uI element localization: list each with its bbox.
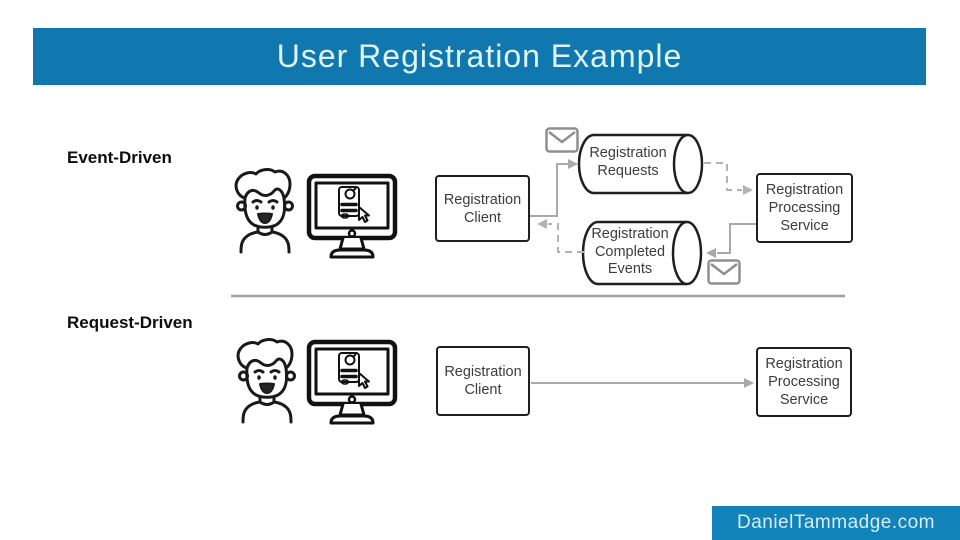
registration-requests-queue-label: Registration Requests	[578, 145, 678, 180]
page-title: User Registration Example	[276, 38, 683, 74]
registration-processing-service-node: Registration Processing Service	[756, 347, 852, 417]
footer-credit-bar: DanielTammadge.com	[712, 506, 960, 540]
user-avatar-icon	[234, 168, 294, 254]
envelope-message-icon	[707, 259, 741, 285]
arrow-completed-to-client-dashed	[537, 219, 584, 253]
request-driven-label: Request-Driven	[67, 313, 193, 332]
node-label: Completed	[594, 243, 666, 260]
registration-completed-queue-label: Registration Completed Events	[580, 226, 680, 279]
desktop-monitor-icon	[309, 176, 395, 257]
event-driven-label: Event-Driven	[67, 148, 172, 167]
arrow-client-to-service-request	[531, 378, 754, 388]
node-label: Processing	[768, 200, 841, 216]
node-label: Client	[463, 209, 502, 226]
node-label: Registration	[589, 145, 667, 161]
desktop-monitor-icon	[309, 342, 395, 423]
registration-client-node: Registration Client	[435, 175, 530, 242]
registration-client-node: Registration Client	[436, 346, 530, 416]
node-label: Registration	[443, 191, 522, 208]
node-label: Registration	[765, 182, 844, 198]
node-label: Service	[779, 392, 829, 408]
footer-credit-text: DanielTammadge.com	[736, 512, 936, 533]
title-bar: User Registration Example	[33, 28, 926, 85]
arrow-requests-to-service-dashed	[704, 162, 753, 195]
node-label: Registration	[444, 364, 522, 380]
envelope-message-icon	[545, 127, 579, 153]
arrow-client-to-requests	[530, 159, 578, 217]
node-label: Service	[780, 218, 829, 234]
user-avatar-icon	[236, 338, 296, 424]
node-label: Processing	[768, 374, 840, 390]
node-label: Requests	[597, 162, 659, 179]
node-label: Events	[607, 261, 653, 277]
arrow-service-to-completed	[706, 223, 756, 258]
node-label: Client	[464, 382, 502, 398]
node-label: Registration	[765, 356, 843, 372]
node-label: Registration	[591, 226, 669, 242]
registration-processing-service-node: Registration Processing Service	[756, 173, 853, 243]
